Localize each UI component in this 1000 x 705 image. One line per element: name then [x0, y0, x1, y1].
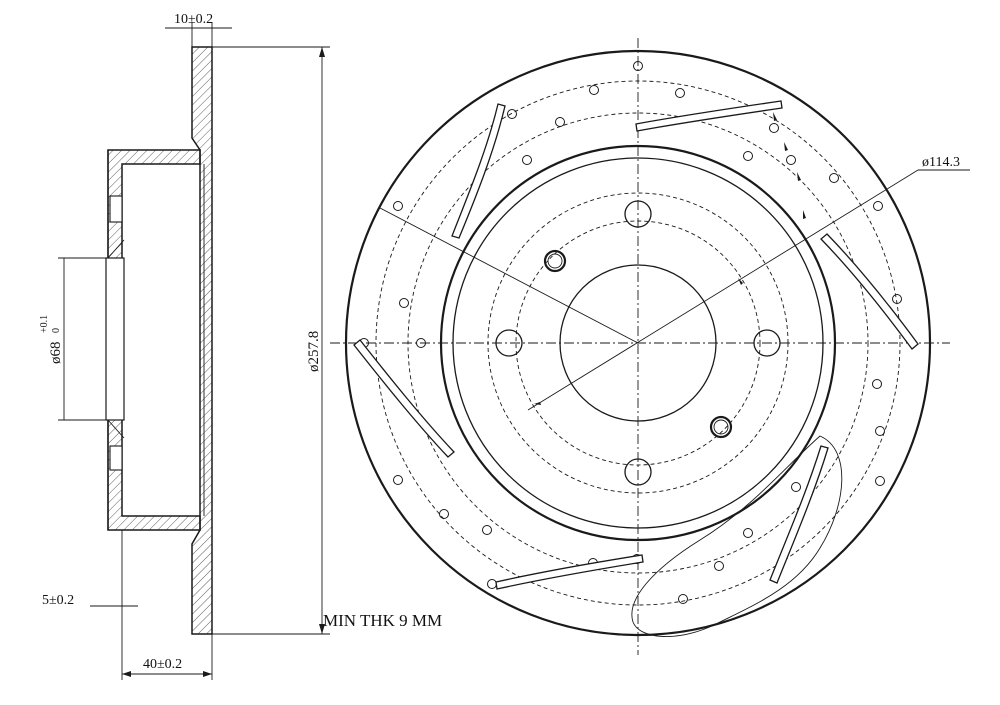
screw-hole-a [543, 249, 567, 273]
bolt-hole-upper [109, 195, 123, 223]
bolt-hole-bottom [624, 458, 652, 486]
slot-bottom-left [495, 554, 644, 590]
bolt-hole-top [624, 200, 652, 228]
screw-hole-b [709, 415, 733, 439]
bolt-hole-lower [109, 445, 123, 471]
dim-hat-depth: 40±0.2 [143, 657, 182, 672]
note-min-thickness: MIN THK 9 MM [323, 611, 442, 630]
slot-left [353, 339, 455, 458]
front-view: ø114.3 [330, 38, 970, 655]
bolt-hole-right [753, 329, 781, 357]
slot-top-left [451, 103, 506, 239]
dim-offset-small: 5±0.2 [42, 593, 74, 608]
side-section-view: 10±0.2 ø257.8 ø68 +0.1 0 5±0.2 40±0.2 [39, 12, 330, 680]
slot-top-right [635, 100, 783, 132]
dim-overall-diameter: ø257.8 [306, 331, 322, 372]
dim-pcd: ø114.3 [922, 155, 960, 170]
disc-outer-edge [344, 49, 932, 637]
slots [353, 100, 919, 590]
dim-hub-tol-upper: +0.1 [39, 315, 50, 333]
slot-right [820, 233, 919, 350]
dim-hub-diameter: ø68 [48, 342, 64, 365]
hub-bore [105, 257, 125, 421]
dim-thickness-top: 10±0.2 [174, 12, 213, 27]
detail-callout [631, 435, 843, 637]
center-bore [559, 264, 717, 422]
dim-hub-tol-lower: 0 [51, 328, 62, 333]
bolt-hole-left [495, 329, 523, 357]
hat-outer [439, 144, 837, 542]
slot-bottom-right [769, 445, 829, 584]
friction-ring-section [191, 46, 213, 635]
